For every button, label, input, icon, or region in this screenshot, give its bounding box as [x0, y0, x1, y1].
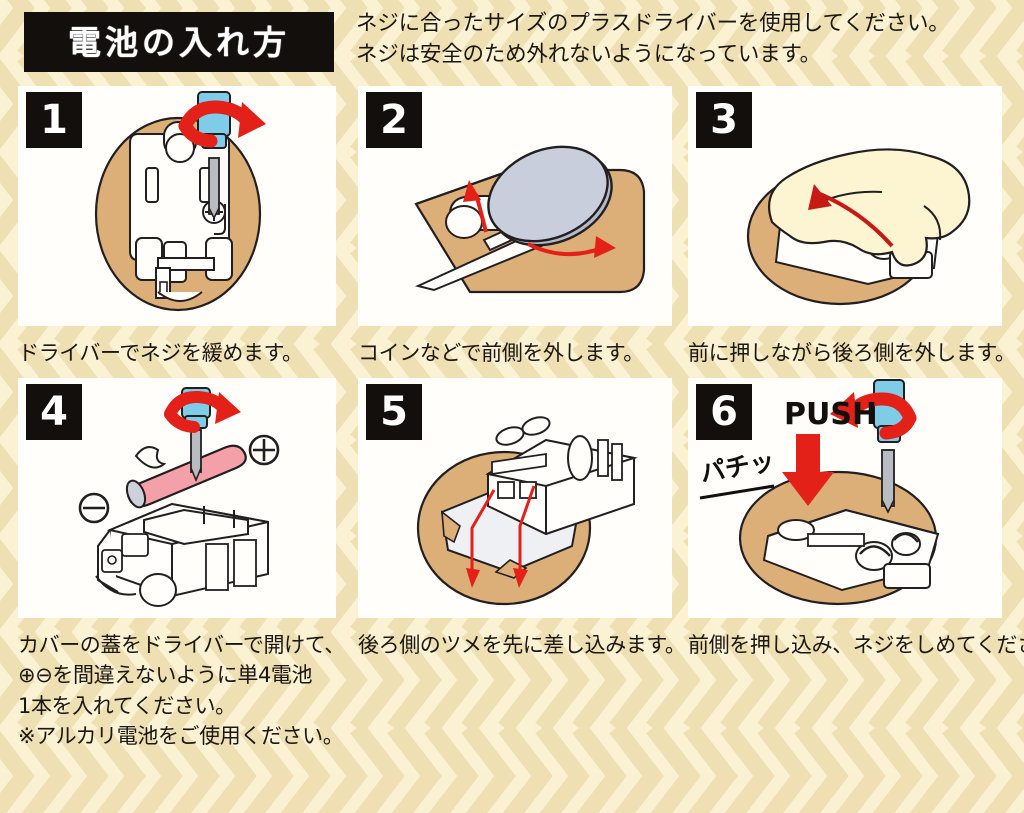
step-4-caption-line-3: 1本を入れてください。	[18, 693, 236, 718]
step-1-caption-line: ドライバーでネジを緩めます。	[18, 341, 303, 365]
step-4-caption-line-4: ※アルカリ電池をご使用ください。	[18, 724, 344, 749]
step-1-caption: ドライバーでネジを緩めます。	[18, 338, 336, 368]
step-4-number: 4	[26, 384, 82, 440]
step-6-panel: PUSH パチッ 6	[688, 378, 1002, 618]
step-5-caption-line: 後ろ側のツメを先に差し込みます。	[358, 633, 686, 657]
header-note-line-1: ネジに合ったサイズのプラスドライバーを使用してください。	[356, 11, 950, 36]
step-6-caption-line: 前側を押し込み、ネジをしめてください。	[688, 633, 1024, 657]
instruction-sheet: 電池の入れ方 ネジに合ったサイズのプラスドライバーを使用してください。 ネジは安…	[0, 0, 1024, 773]
step-4: 4 カバーの蓋をドライバーで開けて、 ⊕⊖を間違えないように単4電池 1本を入れ…	[18, 378, 345, 752]
step-1-panel: 1	[18, 86, 336, 326]
step-4-caption-line-1: カバーの蓋をドライバーで開けて、	[18, 633, 345, 657]
step-6-number: 6	[696, 384, 752, 440]
page-title-banner: 電池の入れ方	[24, 12, 334, 72]
step-5-illustration	[358, 378, 672, 618]
step-2: 2 コインなどで前側を外します。	[358, 86, 672, 368]
step-3-number: 3	[696, 92, 752, 148]
step-3-panel: 3	[688, 86, 1002, 326]
step-1-number: 1	[26, 92, 82, 148]
header: 電池の入れ方 ネジに合ったサイズのプラスドライバーを使用してください。 ネジは安…	[0, 0, 1024, 86]
step-5-caption: 後ろ側のツメを先に差し込みます。	[358, 630, 686, 660]
step-3-illustration	[688, 86, 1002, 326]
steps-grid: 1 ドライバーでネジを緩めます。	[0, 86, 1024, 773]
step-4-illustration	[18, 378, 336, 618]
header-note-line-2: ネジは安全のため外れないようになっています。	[356, 41, 821, 67]
page-title: 電池の入れ方	[68, 22, 290, 62]
step-2-caption: コインなどで前側を外します。	[358, 338, 672, 368]
step-5-panel: 5	[358, 378, 672, 618]
step-1: 1 ドライバーでネジを緩めます。	[18, 86, 336, 368]
step-4-caption: カバーの蓋をドライバーで開けて、 ⊕⊖を間違えないように単4電池 1本を入れてく…	[18, 630, 345, 752]
step-2-panel: 2	[358, 86, 672, 326]
header-note: ネジに合ったサイズのプラスドライバーを使用してください。 ネジは安全のため外れな…	[356, 9, 1016, 70]
step-3-caption-line: 前に押しながら後ろ側を外します。	[688, 341, 1016, 365]
step-3: 3 前に押しながら後ろ側を外します。	[688, 86, 1016, 368]
step-4-caption-line-2: ⊕⊖を間違えないように単4電池	[18, 663, 313, 688]
step-2-number: 2	[366, 92, 422, 148]
step-5-number: 5	[366, 384, 422, 440]
step-2-caption-line: コインなどで前側を外します。	[358, 341, 644, 365]
step-4-panel: 4	[18, 378, 336, 618]
step-6-illustration: PUSH パチッ	[688, 378, 1002, 618]
step-6-caption: 前側を押し込み、ネジをしめてください。	[688, 630, 1024, 660]
push-label: PUSH	[784, 397, 877, 432]
step-5: 5 後ろ側のツメを先に差し込みます。	[358, 378, 686, 660]
step-3-caption: 前に押しながら後ろ側を外します。	[688, 338, 1016, 368]
step-6: PUSH パチッ 6 前側を押し込み、ネジをしめてください。	[688, 378, 1024, 660]
